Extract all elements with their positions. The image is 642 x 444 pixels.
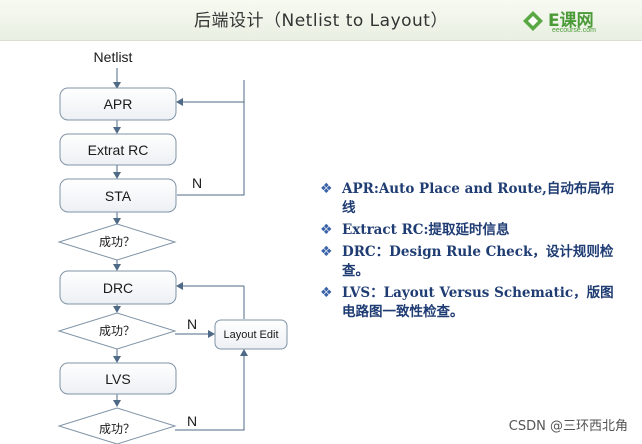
sta-box bbox=[59, 178, 177, 213]
lvs-box bbox=[59, 362, 177, 395]
apr-label: APR bbox=[104, 96, 133, 112]
decision-2 bbox=[57, 312, 177, 350]
apr-box bbox=[59, 87, 177, 121]
layout-edit-box bbox=[214, 319, 288, 350]
notes-list: ❖ APR:Auto Place and Route,自动布局布线 ❖ Extrac… bbox=[320, 180, 620, 325]
diamond-logo-icon bbox=[523, 11, 543, 31]
note-text: Extract RC:提取延时信息 bbox=[342, 222, 510, 238]
decision-1 bbox=[57, 223, 177, 261]
extract-rc-box bbox=[59, 133, 177, 166]
drc-box bbox=[59, 270, 177, 305]
note-lvs: ❖ LVS：Layout Versus Schematic，版图电路图一致性检查。 bbox=[320, 284, 620, 322]
flowchart: Netlist APR Extrat RC bbox=[57, 49, 288, 444]
diamond-bullet-icon: ❖ bbox=[320, 222, 333, 238]
note-text: LVS：Layout Versus Schematic，版图电路图一致性检查。 bbox=[342, 285, 614, 320]
logo: E课网 eecourse.com bbox=[522, 6, 632, 36]
extract-rc-label: Extrat RC bbox=[88, 142, 149, 158]
note-text: DRC：Design Rule Check，设计规则检查。 bbox=[342, 244, 614, 279]
decision-2-label: 成功？ bbox=[99, 324, 135, 338]
diamond-bullet-icon: ❖ bbox=[320, 244, 333, 260]
sta-label: STA bbox=[105, 188, 132, 204]
drc-label: DRC bbox=[103, 280, 133, 296]
diamond-bullet-icon: ❖ bbox=[320, 285, 333, 301]
watermark: CSDN @三环西北角 bbox=[508, 419, 628, 434]
note-extract-rc: ❖ Extract RC:提取延时信息 bbox=[320, 221, 620, 240]
layout-edit-label: Layout Edit bbox=[223, 329, 278, 341]
note-apr: ❖ APR:Auto Place and Route,自动布局布线 bbox=[320, 180, 620, 218]
netlist-label: Netlist bbox=[94, 49, 133, 65]
logo-subtitle: eecourse.com bbox=[552, 27, 596, 34]
decision-3 bbox=[57, 407, 177, 444]
decision-3-label: 成功？ bbox=[99, 422, 135, 436]
note-text: APR:Auto Place and Route,自动布局布线 bbox=[342, 181, 615, 216]
logo-name: E课网 bbox=[548, 11, 594, 31]
no-label-decision-3: N bbox=[187, 413, 197, 429]
lvs-label: LVS bbox=[105, 371, 130, 387]
slide-header: 后端设计（Netlist to Layout） E课网 eecourse.com bbox=[0, 0, 642, 41]
no-label-decision-2: N bbox=[187, 316, 197, 332]
decision-1-label: 成功？ bbox=[99, 235, 135, 249]
diamond-bullet-icon: ❖ bbox=[320, 181, 333, 197]
no-label-sta: N bbox=[192, 175, 202, 191]
slide-title: 后端设计（Netlist to Layout） bbox=[194, 11, 448, 31]
note-drc: ❖ DRC：Design Rule Check，设计规则检查。 bbox=[320, 243, 620, 281]
